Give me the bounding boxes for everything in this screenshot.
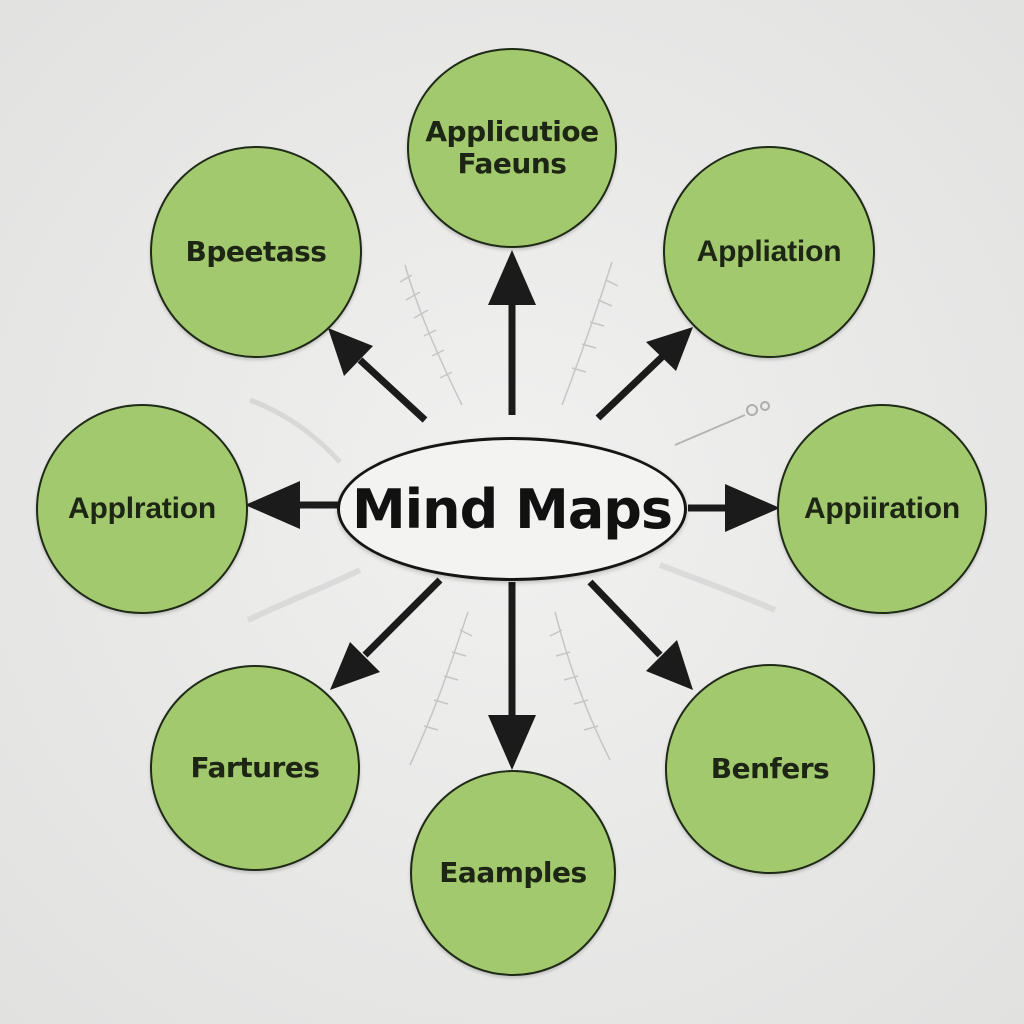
arrow-to-bottom-right [587, 579, 663, 658]
node-bottom[interactable]: Eaamples [410, 770, 616, 976]
node-top-right[interactable]: Appliation [663, 146, 875, 358]
arrowhead-left [245, 481, 300, 529]
node-bottom-label: Eaamples [439, 855, 587, 889]
node-bottom-right-label: Benfers [710, 751, 830, 785]
center-node-label: Mind Maps [351, 477, 673, 541]
node-top[interactable]: Applicutioe Faeuns [407, 48, 617, 248]
arrowhead-top-left [328, 328, 373, 376]
node-right[interactable]: Appiiration [777, 404, 987, 614]
node-top-left-label: Bpeetass [185, 234, 327, 268]
arrowhead-top-right [646, 327, 693, 371]
arrow-to-top-left [357, 357, 428, 423]
node-left-label: Applration [68, 491, 216, 525]
center-node[interactable]: Mind Maps [337, 437, 687, 581]
node-top-right-label: Appliation [696, 234, 842, 268]
arrowhead-top [488, 250, 536, 305]
node-right-label: Appiiration [803, 491, 961, 525]
node-top-label: Applicutioe Faeuns [425, 114, 599, 180]
arrow-to-bottom-left [362, 577, 443, 658]
node-bottom-left[interactable]: Fartures [150, 665, 360, 871]
node-top-left[interactable]: Bpeetass [150, 146, 362, 358]
arrow-to-top-right [595, 354, 665, 421]
arrowhead-bottom-left [330, 642, 380, 690]
arrowhead-bottom-right [646, 640, 693, 690]
arrowhead-right [725, 484, 780, 532]
node-bottom-right[interactable]: Benfers [665, 664, 875, 874]
node-bottom-left-label: Fartures [190, 750, 320, 784]
arrowhead-bottom [488, 715, 536, 770]
node-left[interactable]: Applration [36, 404, 248, 614]
